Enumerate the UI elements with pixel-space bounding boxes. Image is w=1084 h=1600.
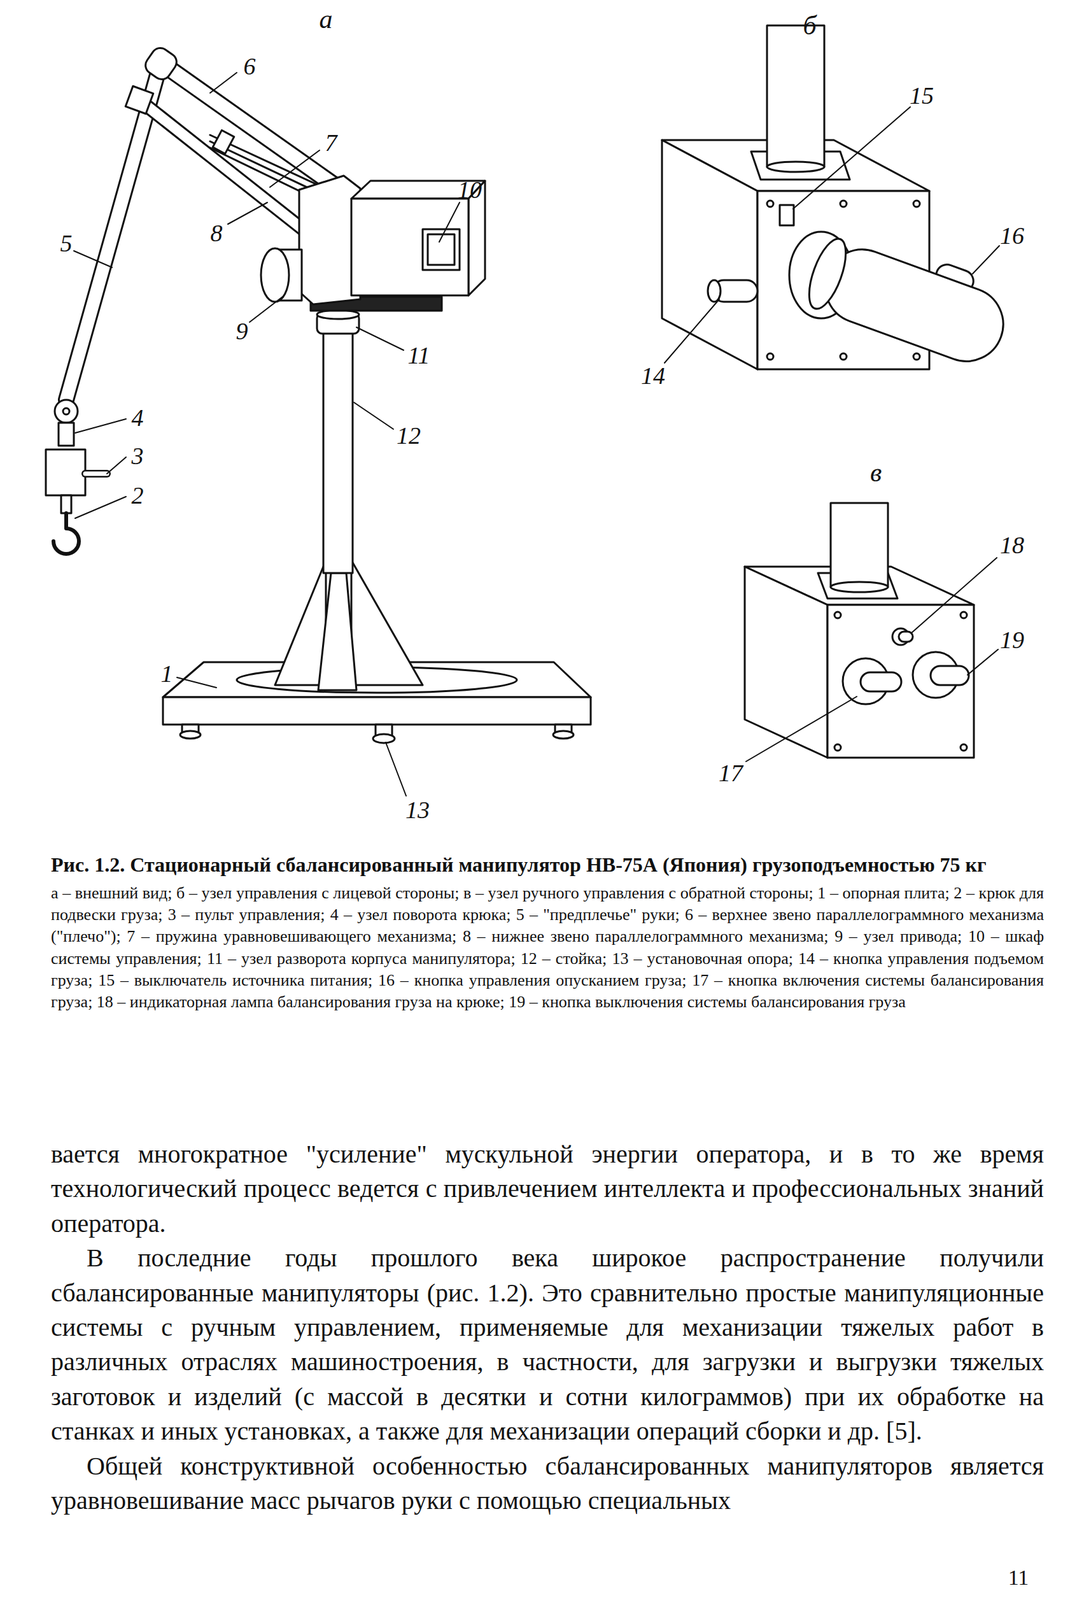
page-number: 11 xyxy=(1008,1566,1030,1589)
body-paragraph: Общей конструктивной особенностью сбалан… xyxy=(50,1448,1044,1519)
figure-letter: а xyxy=(319,5,333,33)
manipulator-view xyxy=(45,44,591,743)
figure-caption-block: Рис. 1.2. Стационарный сбалансированный … xyxy=(50,851,1044,1013)
callout-number: 10 xyxy=(457,177,482,202)
body-paragraph: В последние годы прошлого века широкое р… xyxy=(50,1240,1044,1449)
leader-lines xyxy=(664,106,1000,363)
figure-letter: б xyxy=(802,12,817,39)
callout-number: 3 xyxy=(131,443,144,468)
callout-number: 15 xyxy=(909,83,934,108)
callout-number: 1 xyxy=(161,661,174,686)
callout-number: 19 xyxy=(999,627,1025,652)
manipulator-illustration xyxy=(0,0,1084,828)
figure-caption: Рис. 1.2. Стационарный сбалансированный … xyxy=(50,851,1044,879)
parts-list: а – внешний вид; б – узел управления с л… xyxy=(50,882,1044,1014)
leader-lines xyxy=(746,557,999,762)
callout-number: 6 xyxy=(243,54,256,79)
control-unit-back xyxy=(744,502,974,758)
body-paragraph: вается многократное "усиление" мускульно… xyxy=(50,1136,1044,1241)
callout-number: 16 xyxy=(999,223,1025,248)
callout-number: 12 xyxy=(396,423,421,448)
body-text-block: вается многократное "усиление" мускульно… xyxy=(50,1136,1044,1518)
callout-number: 8 xyxy=(210,220,223,246)
callout-number: 5 xyxy=(60,231,73,256)
callout-number: 11 xyxy=(407,343,430,368)
callout-number: 18 xyxy=(999,532,1025,557)
control-unit-front xyxy=(661,25,1014,372)
callout-number: 2 xyxy=(131,483,144,508)
callout-number: 17 xyxy=(718,760,743,785)
callout-number: 13 xyxy=(405,797,430,822)
callout-number: 7 xyxy=(325,130,338,155)
callout-number: 9 xyxy=(236,318,249,344)
callout-number: 14 xyxy=(640,363,666,388)
figure-letter: в xyxy=(870,458,882,486)
callout-number: 4 xyxy=(131,405,144,430)
leader-lines xyxy=(73,72,460,796)
